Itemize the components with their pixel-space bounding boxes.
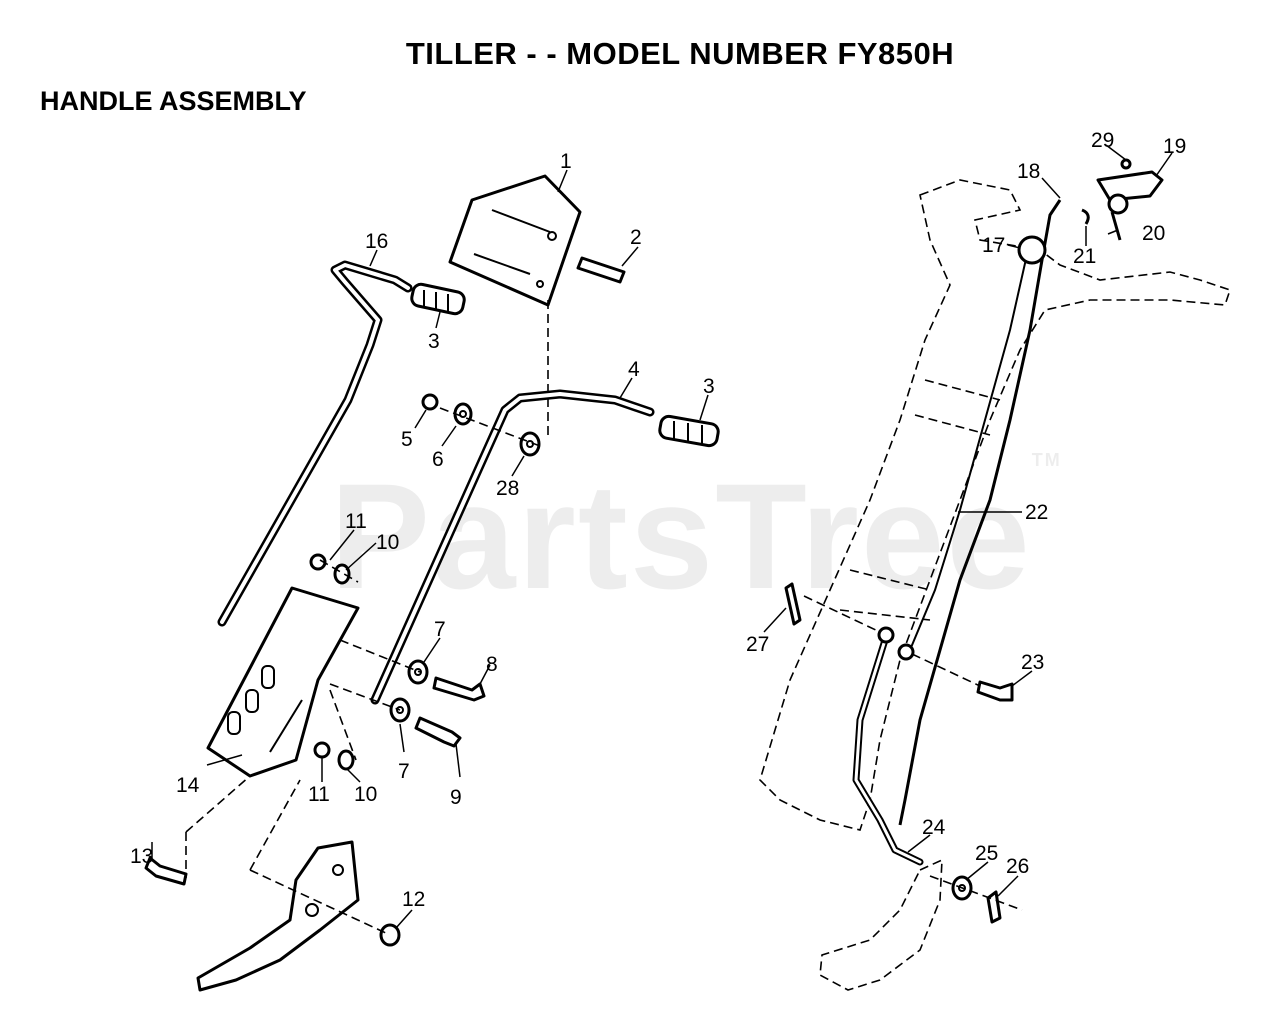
callout-21: 21	[1073, 245, 1096, 268]
callout-9: 9	[450, 786, 462, 809]
callout-17: 17	[982, 234, 1005, 257]
callout-24: 24	[922, 816, 946, 839]
callout-29: 29	[1091, 129, 1114, 152]
callout-13: 13	[130, 845, 153, 868]
part-27-pin	[784, 582, 802, 626]
part-19-lever	[1096, 170, 1164, 202]
part-29-screw	[1120, 158, 1132, 170]
callout-5: 5	[401, 428, 413, 451]
callout-10: 10	[376, 531, 399, 554]
part-12-washer	[379, 923, 401, 947]
callout-14: 14	[176, 774, 200, 797]
part-23-bolt	[976, 680, 1014, 702]
callout-19: 19	[1163, 135, 1186, 158]
callout-12: 12	[402, 888, 425, 911]
callout-6: 6	[432, 448, 444, 471]
callout-27: 27	[746, 633, 769, 656]
callout-4: 4	[628, 358, 640, 381]
handle-mount-bracket	[196, 840, 360, 992]
callout-2: 2	[630, 226, 642, 249]
left-assembly	[144, 174, 720, 992]
callout-18: 18	[1017, 160, 1040, 183]
callout-22: 22	[1025, 501, 1048, 524]
part-3-grip-a	[410, 282, 466, 316]
callout-23: 23	[1021, 651, 1044, 674]
callout-labels: 1 2 16 3 4 3 5 6 28 11 10 7 8 7 9 14 11 …	[130, 129, 1186, 911]
part-21-clip	[1081, 208, 1090, 225]
right-assembly	[759, 158, 1232, 991]
callout-16: 16	[365, 230, 388, 253]
callout-11: 11	[345, 510, 367, 533]
callout-11: 11	[308, 783, 330, 806]
callout-26: 26	[1006, 855, 1029, 878]
callout-3: 3	[428, 330, 440, 353]
part-13-bolt	[144, 856, 188, 886]
part-10-washer-a	[333, 563, 351, 585]
callout-1: 1	[560, 150, 572, 173]
part-17-knob	[1017, 235, 1047, 265]
callout-7: 7	[434, 618, 446, 641]
tiller-frame-bracket	[819, 858, 943, 991]
callout-leaders	[151, 144, 1173, 929]
tiller-body-outline	[759, 179, 1232, 831]
part-10-washer-b	[337, 749, 355, 771]
part-2-bolt	[576, 256, 626, 284]
part-4-handle-bar	[370, 389, 655, 705]
part-5-nut	[421, 393, 439, 411]
callout-10: 10	[354, 783, 377, 806]
callout-20: 20	[1142, 222, 1165, 245]
part-8-bolt	[432, 676, 486, 702]
section-title: HANDLE ASSEMBLY	[40, 86, 307, 116]
part-28-washer	[519, 431, 541, 457]
callout-28: 28	[496, 477, 519, 500]
part-9-bolt	[414, 716, 462, 748]
part-1-panel	[448, 174, 582, 307]
part-3-grip-b	[658, 414, 720, 448]
part-24-rod	[852, 636, 924, 866]
part-26-clip	[986, 890, 1002, 924]
callout-7: 7	[398, 760, 410, 783]
part-11-nut-b	[313, 741, 331, 759]
callout-25: 25	[975, 842, 998, 865]
diagram-title: TILLER - - MODEL NUMBER FY850H	[405, 36, 955, 71]
callout-8: 8	[486, 653, 498, 676]
callout-3: 3	[703, 375, 715, 398]
part-14-plate	[206, 586, 360, 778]
part-20-pin	[1110, 211, 1122, 241]
